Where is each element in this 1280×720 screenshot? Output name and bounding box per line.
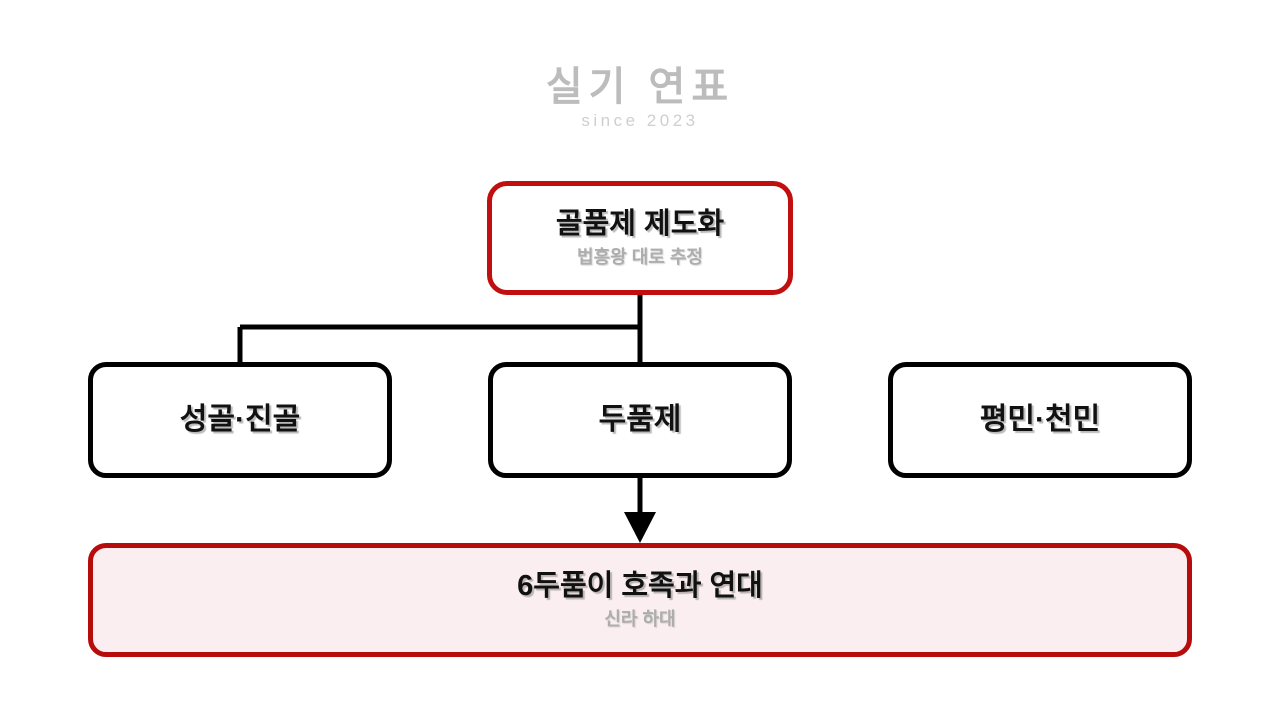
node-golpumje-institutionalization[interactable]: 골품제 제도화 법흥왕 대로 추정 xyxy=(487,181,793,295)
node-title: 두품제 xyxy=(598,402,682,436)
node-subtitle: 신라 하대 xyxy=(604,608,676,629)
node-title: 평민·천민 xyxy=(979,402,1101,436)
node-title: 6두품이 호족과 연대 xyxy=(517,570,763,603)
node-subtitle: 법흥왕 대로 추정 xyxy=(577,246,703,267)
node-dupumje[interactable]: 두품제 xyxy=(488,362,792,478)
watermark-title: 실기 연표 xyxy=(545,65,735,109)
node-seonggol-jingol[interactable]: 성골·진골 xyxy=(88,362,392,478)
arrowhead-icon xyxy=(624,512,656,543)
node-pyeongmin-cheonmin[interactable]: 평민·천민 xyxy=(888,362,1192,478)
node-title: 성골·진골 xyxy=(179,402,301,436)
watermark: 실기 연표 since 2023 xyxy=(0,66,1280,131)
node-6dupum-hojok-alliance[interactable]: 6두품이 호족과 연대 신라 하대 xyxy=(88,543,1192,657)
node-title: 골품제 제도화 xyxy=(555,208,725,241)
watermark-subtitle: since 2023 xyxy=(581,111,699,130)
